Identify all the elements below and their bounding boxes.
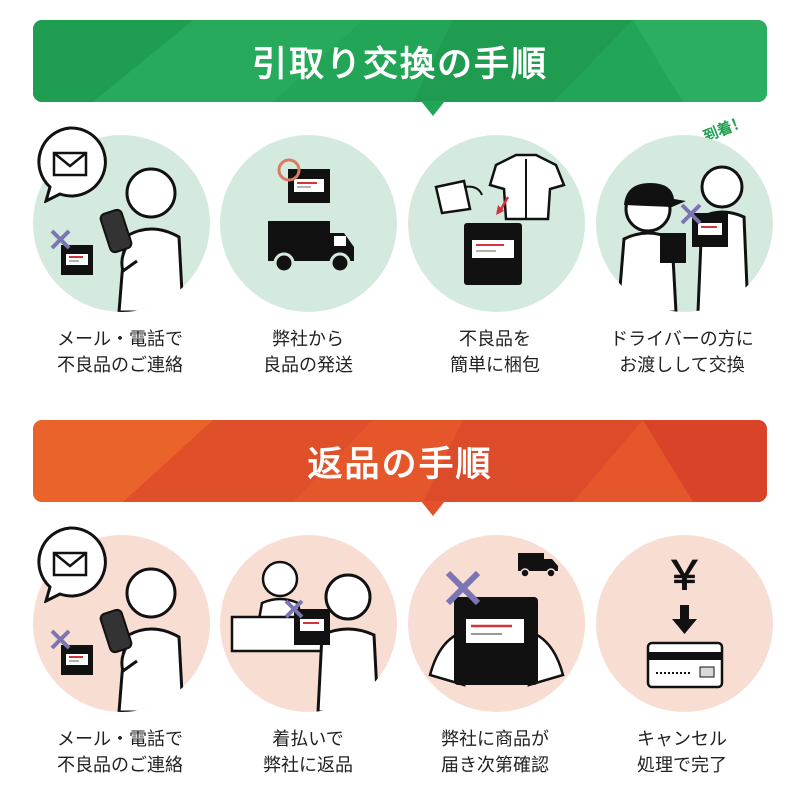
exchange-step-2-caption: 弊社から 良品の発送 bbox=[263, 329, 353, 376]
banner-pattern bbox=[33, 20, 767, 102]
banner-pattern bbox=[33, 420, 767, 502]
refund-card-icon: ￥ bbox=[596, 535, 773, 712]
arrow-down-icon bbox=[672, 619, 697, 634]
return-step-4-caption: キャンセル 処理で完了 bbox=[637, 729, 727, 776]
exchange-step-2 bbox=[220, 135, 397, 312]
credit-card-icon bbox=[646, 641, 724, 689]
exchange-step-3-caption: 不良品を 簡単に梱包 bbox=[450, 329, 540, 376]
exchange-step-1-caption: メール・電話で 不良品のご連絡 bbox=[57, 329, 183, 376]
delivery-truck-icon bbox=[220, 135, 397, 312]
package-check-icon bbox=[408, 535, 585, 712]
exchange-step-3 bbox=[408, 135, 585, 312]
packing-icon bbox=[408, 135, 585, 312]
return-step-2-caption: 着払いで 弊社に返品 bbox=[263, 729, 353, 776]
exchange-section-banner: 引取り交換の手順 bbox=[33, 20, 767, 116]
return-title: 返品の手順 bbox=[307, 444, 493, 485]
yen-icon: ￥ bbox=[665, 553, 705, 599]
return-step-3-caption: 弊社に商品が 届き次第確認 bbox=[441, 729, 549, 776]
return-step-4: ￥ bbox=[596, 535, 773, 712]
driver-exchange-icon bbox=[596, 135, 773, 312]
counter-return-icon bbox=[220, 535, 397, 712]
banner-pointer bbox=[421, 501, 445, 516]
speech-bubble bbox=[37, 526, 107, 603]
exchange-step-4 bbox=[596, 135, 773, 312]
return-step-3 bbox=[408, 535, 585, 712]
return-section-banner: 返品の手順 bbox=[33, 420, 767, 516]
speech-bubble bbox=[37, 126, 107, 203]
exchange-step-4-caption: ドライバーの方に お渡しして交換 bbox=[610, 329, 754, 376]
return-step-1-caption: メール・電話で 不良品のご連絡 bbox=[57, 729, 183, 776]
exchange-title: 引取り交換の手順 bbox=[251, 44, 548, 85]
return-step-2 bbox=[220, 535, 397, 712]
banner-pointer bbox=[421, 101, 445, 116]
